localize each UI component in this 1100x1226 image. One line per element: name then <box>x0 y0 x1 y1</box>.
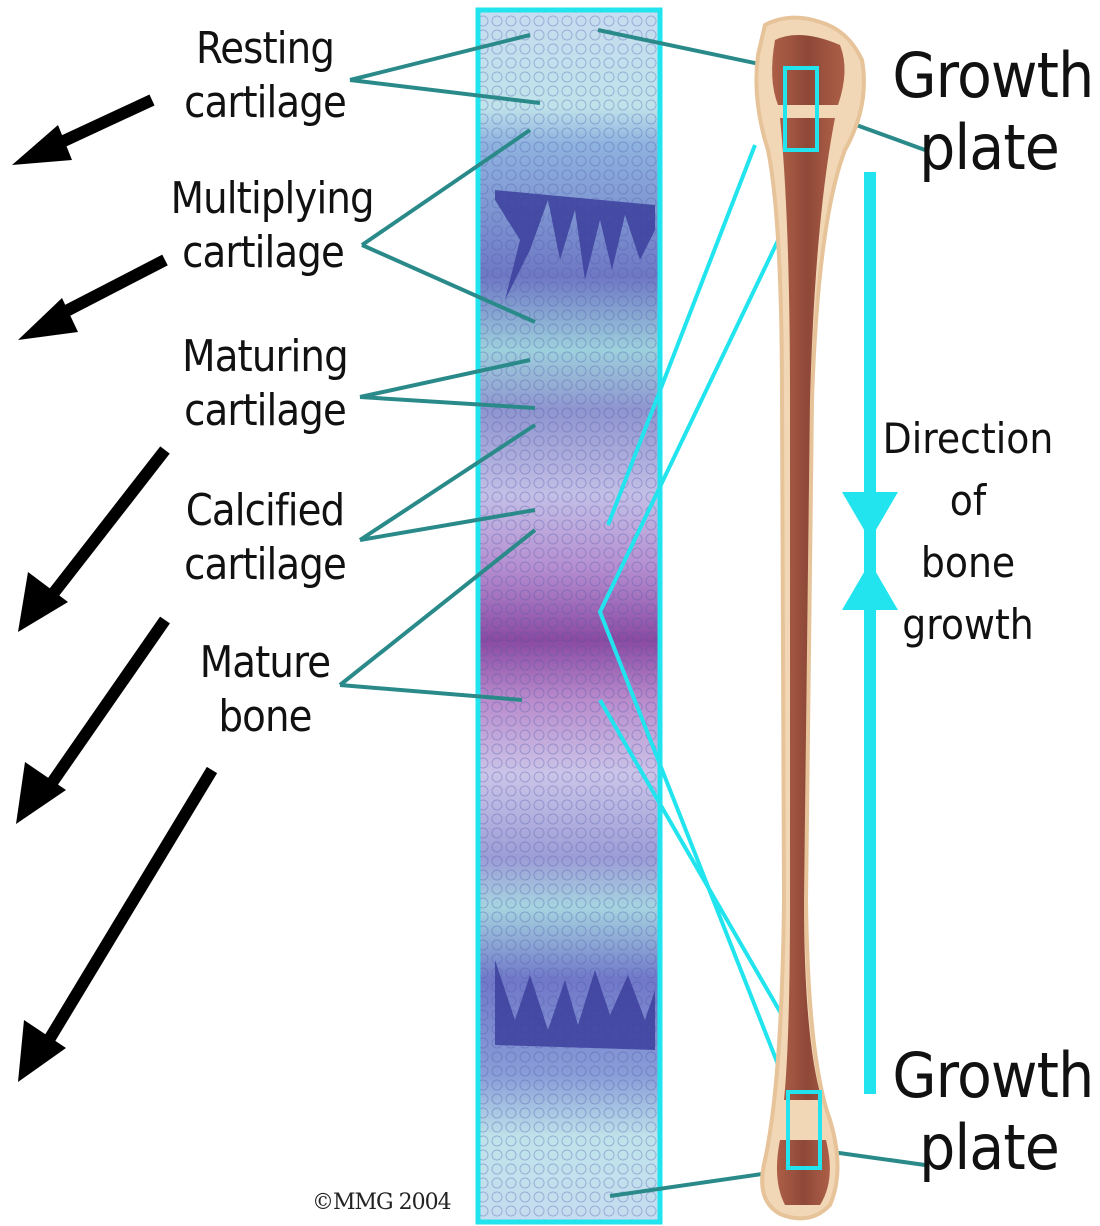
label-line: bone <box>878 532 1058 594</box>
label-line: plate <box>892 112 1085 184</box>
arrow-icon-5 <box>18 770 212 1082</box>
long-bone <box>756 18 864 1219</box>
copyright-notice: ©MMG 2004 <box>312 1190 451 1215</box>
label-resting-cartilage: Resting cartilage <box>173 22 358 130</box>
label-multiplying-cartilage: Multiplying cartilage <box>171 172 356 280</box>
label-line: Maturing <box>173 330 358 384</box>
label-growth-plate-bottom: Growth plate <box>892 1040 1085 1184</box>
histology-strip <box>478 10 660 1222</box>
label-line: growth <box>878 594 1058 656</box>
label-line: Multiplying <box>171 172 356 226</box>
label-line: Growth <box>892 1040 1085 1112</box>
label-line: Calcified <box>173 484 358 538</box>
label-line: bone <box>173 690 358 744</box>
label-calcified-cartilage: Calcified cartilage <box>173 484 358 592</box>
label-line: Mature <box>173 636 358 690</box>
label-direction-of-bone-growth: Direction of bone growth <box>878 408 1058 656</box>
label-line: cartilage <box>171 226 356 280</box>
arrow-icon-1 <box>12 100 152 165</box>
label-line: cartilage <box>173 76 358 130</box>
label-line: cartilage <box>173 538 358 592</box>
arrow-icon-2 <box>18 260 165 340</box>
label-line: cartilage <box>173 384 358 438</box>
label-line: Growth <box>892 40 1085 112</box>
label-growth-plate-top: Growth plate <box>892 40 1085 184</box>
arrow-icon-3 <box>18 450 165 632</box>
label-line: of <box>878 470 1058 532</box>
label-line: Direction <box>878 408 1058 470</box>
label-line: Resting <box>173 22 358 76</box>
label-line: plate <box>892 1112 1085 1184</box>
label-mature-bone: Mature bone <box>173 636 358 744</box>
label-maturing-cartilage: Maturing cartilage <box>173 330 358 438</box>
arrow-icon-4 <box>16 620 165 824</box>
